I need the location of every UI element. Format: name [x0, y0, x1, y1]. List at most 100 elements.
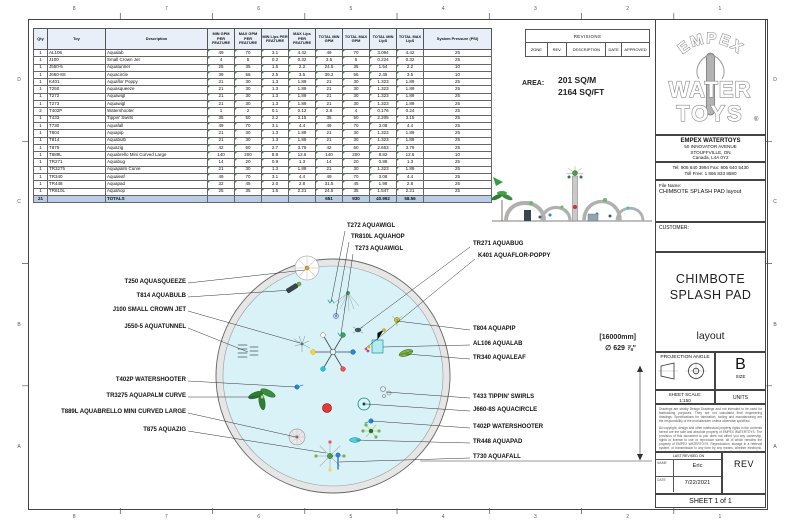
callout-t273-aquawigl: T273 AQUAWIGL	[355, 246, 404, 252]
table-cell: 1.89	[396, 78, 424, 87]
table-cell: 21	[207, 165, 235, 175]
table-cell: 1.323	[369, 78, 397, 87]
elevation-illustration	[491, 166, 652, 222]
title-line1: CHIMBOTE	[675, 272, 746, 286]
table-cell: J550-5	[47, 63, 106, 72]
table-cell: Aquawigl	[105, 100, 208, 109]
toy-aquacircle-icon	[357, 397, 371, 411]
table-cell: 10	[423, 70, 492, 80]
table-cell: T272	[47, 92, 106, 102]
table-cell: 21	[315, 136, 343, 145]
toy-aquabrello-icon	[288, 428, 306, 446]
table-cell: AL106	[47, 48, 106, 58]
table-cell: 35	[207, 114, 235, 123]
customer-box: CUSTOMER:	[655, 222, 766, 252]
table-cell: T250	[47, 85, 106, 94]
table-cell: 1.3	[261, 165, 289, 175]
sheet-scale-value: 1:150	[679, 397, 691, 403]
table-cell: 25	[423, 85, 492, 94]
table-cell: 70	[342, 48, 370, 58]
table-cell: 21	[207, 92, 235, 102]
table-cell: 25	[423, 107, 492, 116]
registered-mark: ®	[754, 116, 759, 123]
table-cell: 25	[423, 173, 492, 182]
table-cell: 4.4	[396, 121, 424, 131]
toy-watershooter-icons	[294, 384, 374, 424]
table-cell: 2.0	[261, 180, 289, 189]
table-cell: 200	[234, 151, 262, 160]
table-cell: 24.5	[315, 187, 343, 196]
sheet-size-label: SIZE	[735, 374, 746, 379]
legal-paragraph-1: Drawings are strictly Design Drawings an…	[659, 407, 762, 423]
table-cell: 45	[342, 180, 370, 189]
table-cell: 3.1	[261, 173, 289, 182]
table-cell: Aquahop	[105, 187, 208, 196]
table-cell: J100	[47, 56, 106, 65]
callout-t402p-watershooter-right: T402P WATERSHOOTER	[473, 424, 544, 430]
table-cell	[234, 194, 262, 204]
table-cell: 50	[234, 114, 262, 123]
table-cell: 42	[207, 143, 235, 153]
table-cell: TR810L	[47, 187, 106, 196]
callout-t875-aquazig: T875 AQUAZIG	[143, 427, 186, 433]
zone-label: 7	[164, 6, 168, 12]
table-cell: 3.094	[369, 48, 397, 58]
table-cell: 3.79	[288, 143, 316, 153]
table-cell	[261, 194, 289, 204]
toy-center-hub-icon	[310, 332, 356, 372]
table-cell: 0.176	[369, 107, 397, 116]
table-cell: 1.89	[288, 165, 316, 175]
table-cell: 21	[315, 78, 343, 87]
table-cell: 4.42	[288, 48, 316, 58]
diameter-dimension-label: [16000mm] ∅ 629 ⅞"	[599, 333, 636, 354]
table-cell: Aquawigl	[105, 92, 208, 102]
table-cell: Tippin' Swirls	[105, 114, 208, 123]
table-cell: 10	[423, 151, 492, 160]
zone-label: B	[17, 321, 21, 328]
table-cell: Aqualeaf	[105, 173, 208, 182]
table-cell: 1.89	[396, 85, 424, 94]
table-cell: Aquapip	[105, 129, 208, 138]
sheet-size-box: B SIZE	[715, 352, 766, 390]
column-header: MAX L/ps PER FEATURE	[288, 28, 316, 50]
column-header: MAX GPM PER FEATURE	[234, 28, 262, 50]
table-cell: 2.8	[315, 107, 343, 116]
table-cell: 21	[33, 194, 48, 204]
company-address1: 50 INNOVATOR AVENUE	[684, 144, 737, 149]
column-header: MIN L/ps PER FEATURE	[261, 28, 289, 50]
table-cell: 1	[33, 114, 48, 123]
table-cell: 0.1	[261, 107, 289, 116]
table-cell: 1.89	[288, 92, 316, 102]
table-cell: 39	[207, 70, 235, 80]
pad-surface	[222, 265, 444, 487]
table-cell: 4.4	[288, 173, 316, 182]
toy-aquatunnel-icon	[237, 344, 259, 358]
company-address2: STOUFFVILLE, ON	[690, 149, 731, 155]
dimension-imperial: ∅ 629 ⅞"	[605, 344, 636, 352]
table-cell: 30	[342, 129, 370, 138]
table-cell: 30	[234, 85, 262, 94]
callout-k401-aquaflor-poppy: K401 AQUAFLOR-POPPY	[478, 253, 551, 259]
table-cell: Aquabulb	[105, 136, 208, 145]
callout-tr340-aqualeaf: TR340 AQUALEAF	[473, 355, 526, 361]
table-cell: 2.2	[261, 114, 289, 123]
callout-t433-tippin-swirls: T433 TIPPIN' SWIRLS	[473, 394, 535, 400]
table-cell: 35	[342, 63, 370, 72]
table-cell: 2.2	[288, 63, 316, 72]
date-value: 7/22/2021	[684, 479, 711, 486]
table-cell: 8.82	[369, 151, 397, 160]
toy-aquabulb-icon	[286, 281, 302, 294]
table-cell: Small Crown Jet	[105, 56, 208, 65]
table-cell: 30	[234, 92, 262, 102]
zone-label: 6	[257, 514, 261, 520]
column-header: System Pressure (PSI)	[423, 28, 492, 50]
table-cell: 2.21	[396, 187, 424, 196]
sheet-frame	[28, 19, 768, 510]
